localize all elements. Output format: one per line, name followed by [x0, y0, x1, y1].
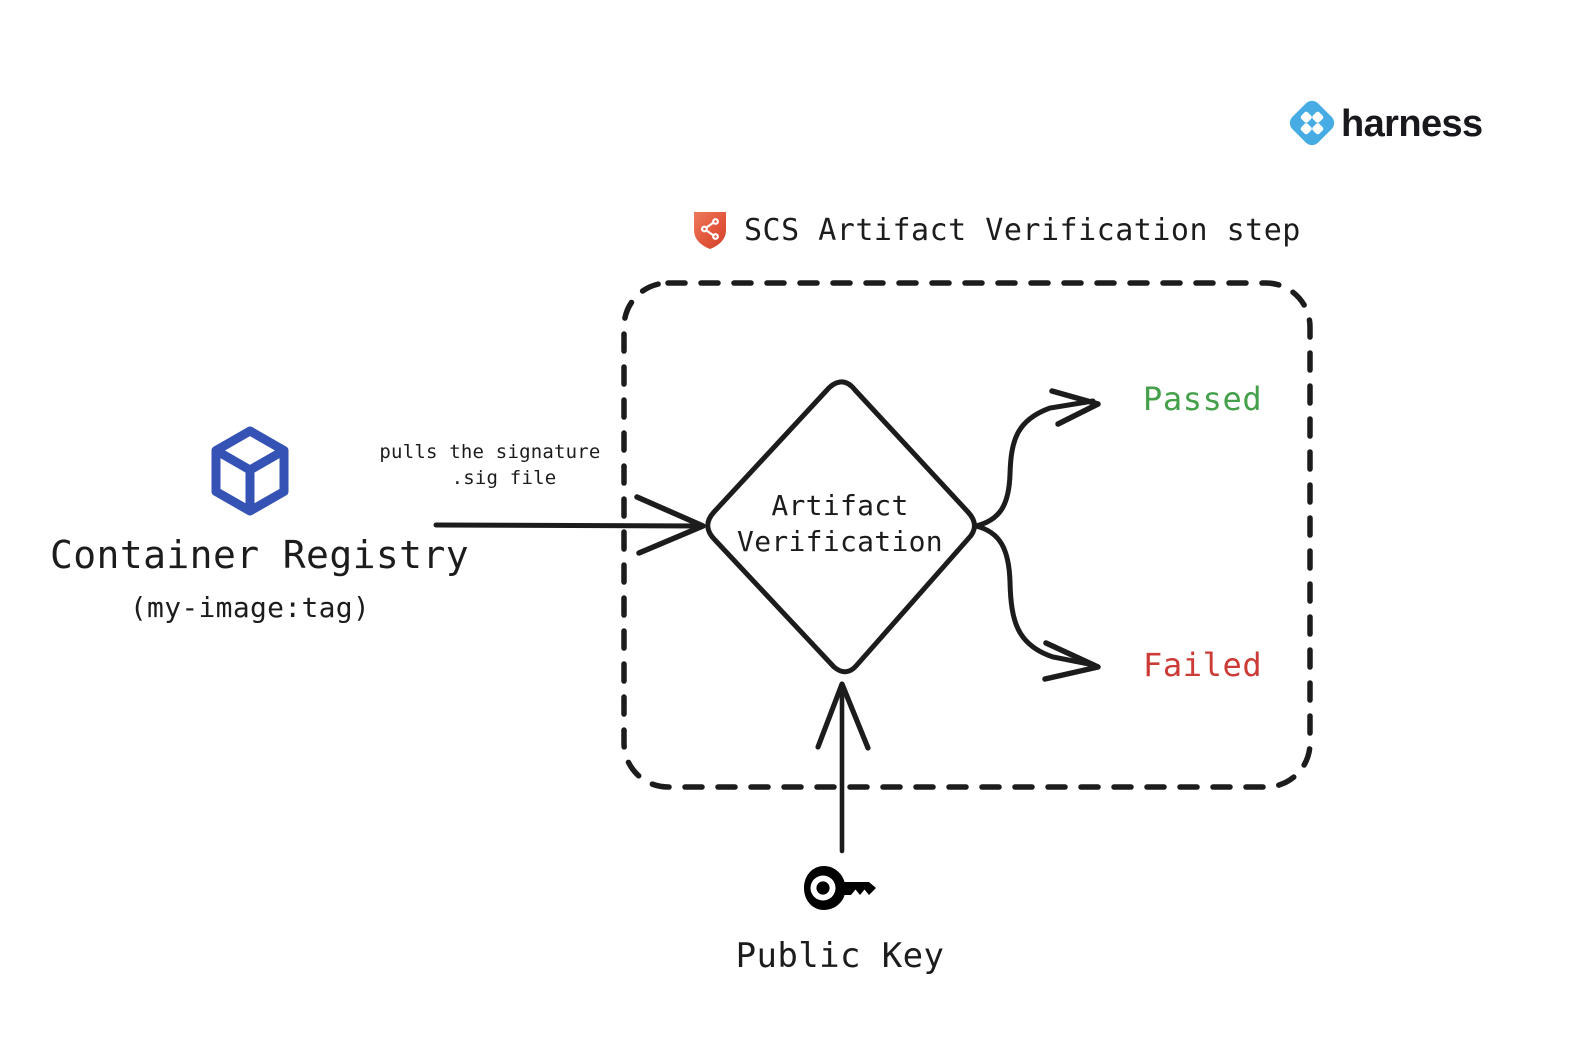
- scs-shield-icon: [694, 212, 726, 249]
- scs-step-caption: SCS Artifact Verification step: [692, 210, 1301, 250]
- harness-wordmark: harness: [1341, 103, 1483, 145]
- public-key-title: Public Key: [735, 936, 945, 976]
- artifact-verification-line-1: Artifact: [771, 489, 909, 522]
- edge-publickey-to-verification: [815, 681, 871, 854]
- artifact-verification-line-2: Verification: [737, 525, 943, 559]
- artifact-verification-label: Artifact Verification: [705, 488, 975, 561]
- key-icon: [804, 866, 876, 910]
- container-registry-node: Container Registry (my-image:tag): [50, 425, 470, 624]
- pull-signature-edge-label: pulls the signature .sig file: [370, 440, 610, 491]
- container-registry-subtitle: (my-image:tag): [129, 591, 371, 624]
- container-registry-title: Container Registry: [50, 533, 470, 577]
- container-cube-icon: [211, 426, 289, 516]
- edge-registry-to-verification: [433, 494, 706, 556]
- pull-label-line-1: pulls the signature: [379, 441, 601, 463]
- outcome-passed-label: Passed: [1143, 380, 1263, 418]
- harness-diamond-logo-icon: [1289, 100, 1335, 146]
- edge-verification-to-failed: [973, 523, 1101, 682]
- scs-step-title: SCS Artifact Verification step: [744, 212, 1301, 248]
- public-key-node: Public Key: [660, 862, 1020, 976]
- edge-verification-to-passed: [973, 388, 1101, 529]
- outcome-failed-label: Failed: [1143, 646, 1263, 684]
- pull-label-line-2: .sig file: [451, 466, 557, 489]
- harness-logo: harness: [1289, 100, 1483, 146]
